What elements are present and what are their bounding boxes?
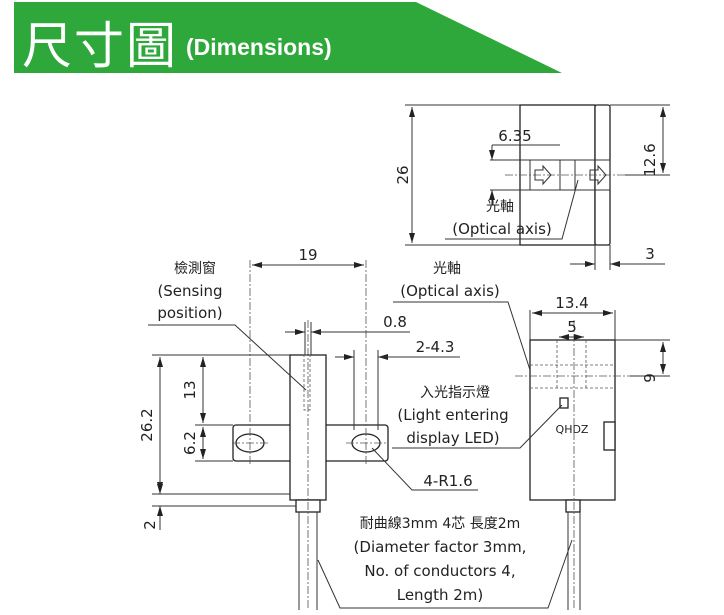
dim-top-12-6: 12.6 [641, 143, 659, 176]
side-view: QHDZ 13.4 5 9 光軸 (Optical axis) 入光指示燈 (L… [392, 261, 670, 610]
top-optical-axis-leader [445, 179, 579, 240]
dim-side-13-4: 13.4 [555, 294, 588, 312]
cable-note-cjk: 耐曲線3mm 4芯 長度2m [360, 516, 521, 532]
sensing-label-en-2: position) [157, 304, 222, 322]
sensing-window [303, 354, 311, 411]
side-body [529, 339, 616, 501]
cable-note-en-1: (Diameter factor 3mm, [354, 538, 527, 556]
section-header: 尺寸圖 (Dimensions) [0, 0, 724, 80]
dim-top-6-35: 6.35 [498, 127, 531, 145]
cable-note: 耐曲線3mm 4芯 長度2m (Diameter factor 3mm, No.… [317, 516, 573, 609]
side-marking: QHDZ [556, 423, 589, 436]
side-cable-boot [565, 499, 581, 513]
top-optical-axis-cjk: 光軸 [486, 199, 514, 215]
dim-front-2: 2 [141, 520, 159, 530]
arrow-icon [534, 164, 552, 186]
header-title-en: (Dimensions) [186, 34, 332, 60]
front-view: 19 0.8 2-4.3 26.2 13 6.2 2 4-R1.6 [138, 246, 478, 610]
top-optical-axis-en: (Optical axis) [452, 220, 552, 238]
cable-leader [317, 539, 573, 609]
sensing-leader [148, 324, 307, 391]
dim-front-r1-6: 4-R1.6 [423, 472, 472, 490]
dim-front-19: 19 [298, 246, 317, 264]
led-window [559, 397, 569, 409]
dim-side-5: 5 [567, 318, 577, 336]
led-label-en-2: display LED) [406, 429, 499, 447]
arrow-icon [589, 164, 607, 186]
dim-side-9: 9 [641, 373, 659, 383]
top-view: 26 6.35 12.6 3 光軸 (Optical axis) [394, 104, 670, 270]
led-label-cjk: 入光指示燈 [420, 385, 490, 401]
cable-note-en-3: Length 2m) [397, 586, 484, 604]
cable-note-en-2: No. of conductors 4, [364, 562, 515, 580]
side-tab [603, 421, 616, 451]
dim-front-26-2: 26.2 [138, 408, 156, 441]
side-optical-axis-cjk: 光軸 [433, 261, 461, 277]
dim-top-26: 26 [394, 165, 412, 184]
led-leader [392, 404, 563, 449]
sensing-label-cjk: 檢測窗 [174, 260, 216, 277]
dim-front-6-2: 6.2 [181, 431, 199, 455]
header-title-cjk: 尺寸圖 [22, 17, 178, 75]
dim-front-2-4-3: 2-4.3 [416, 338, 455, 356]
dim-top-3: 3 [645, 245, 655, 263]
led-label-en-1: (Light entering [397, 406, 508, 424]
dim-front-13: 13 [181, 380, 199, 399]
dim-front-0-8: 0.8 [383, 313, 407, 331]
header-band [14, 2, 562, 73]
sensing-label-en-1: (Sensing [157, 282, 222, 300]
side-optical-axis-leader [393, 301, 531, 371]
radius-leader [371, 447, 478, 491]
side-optical-axis-en: (Optical axis) [400, 282, 500, 300]
